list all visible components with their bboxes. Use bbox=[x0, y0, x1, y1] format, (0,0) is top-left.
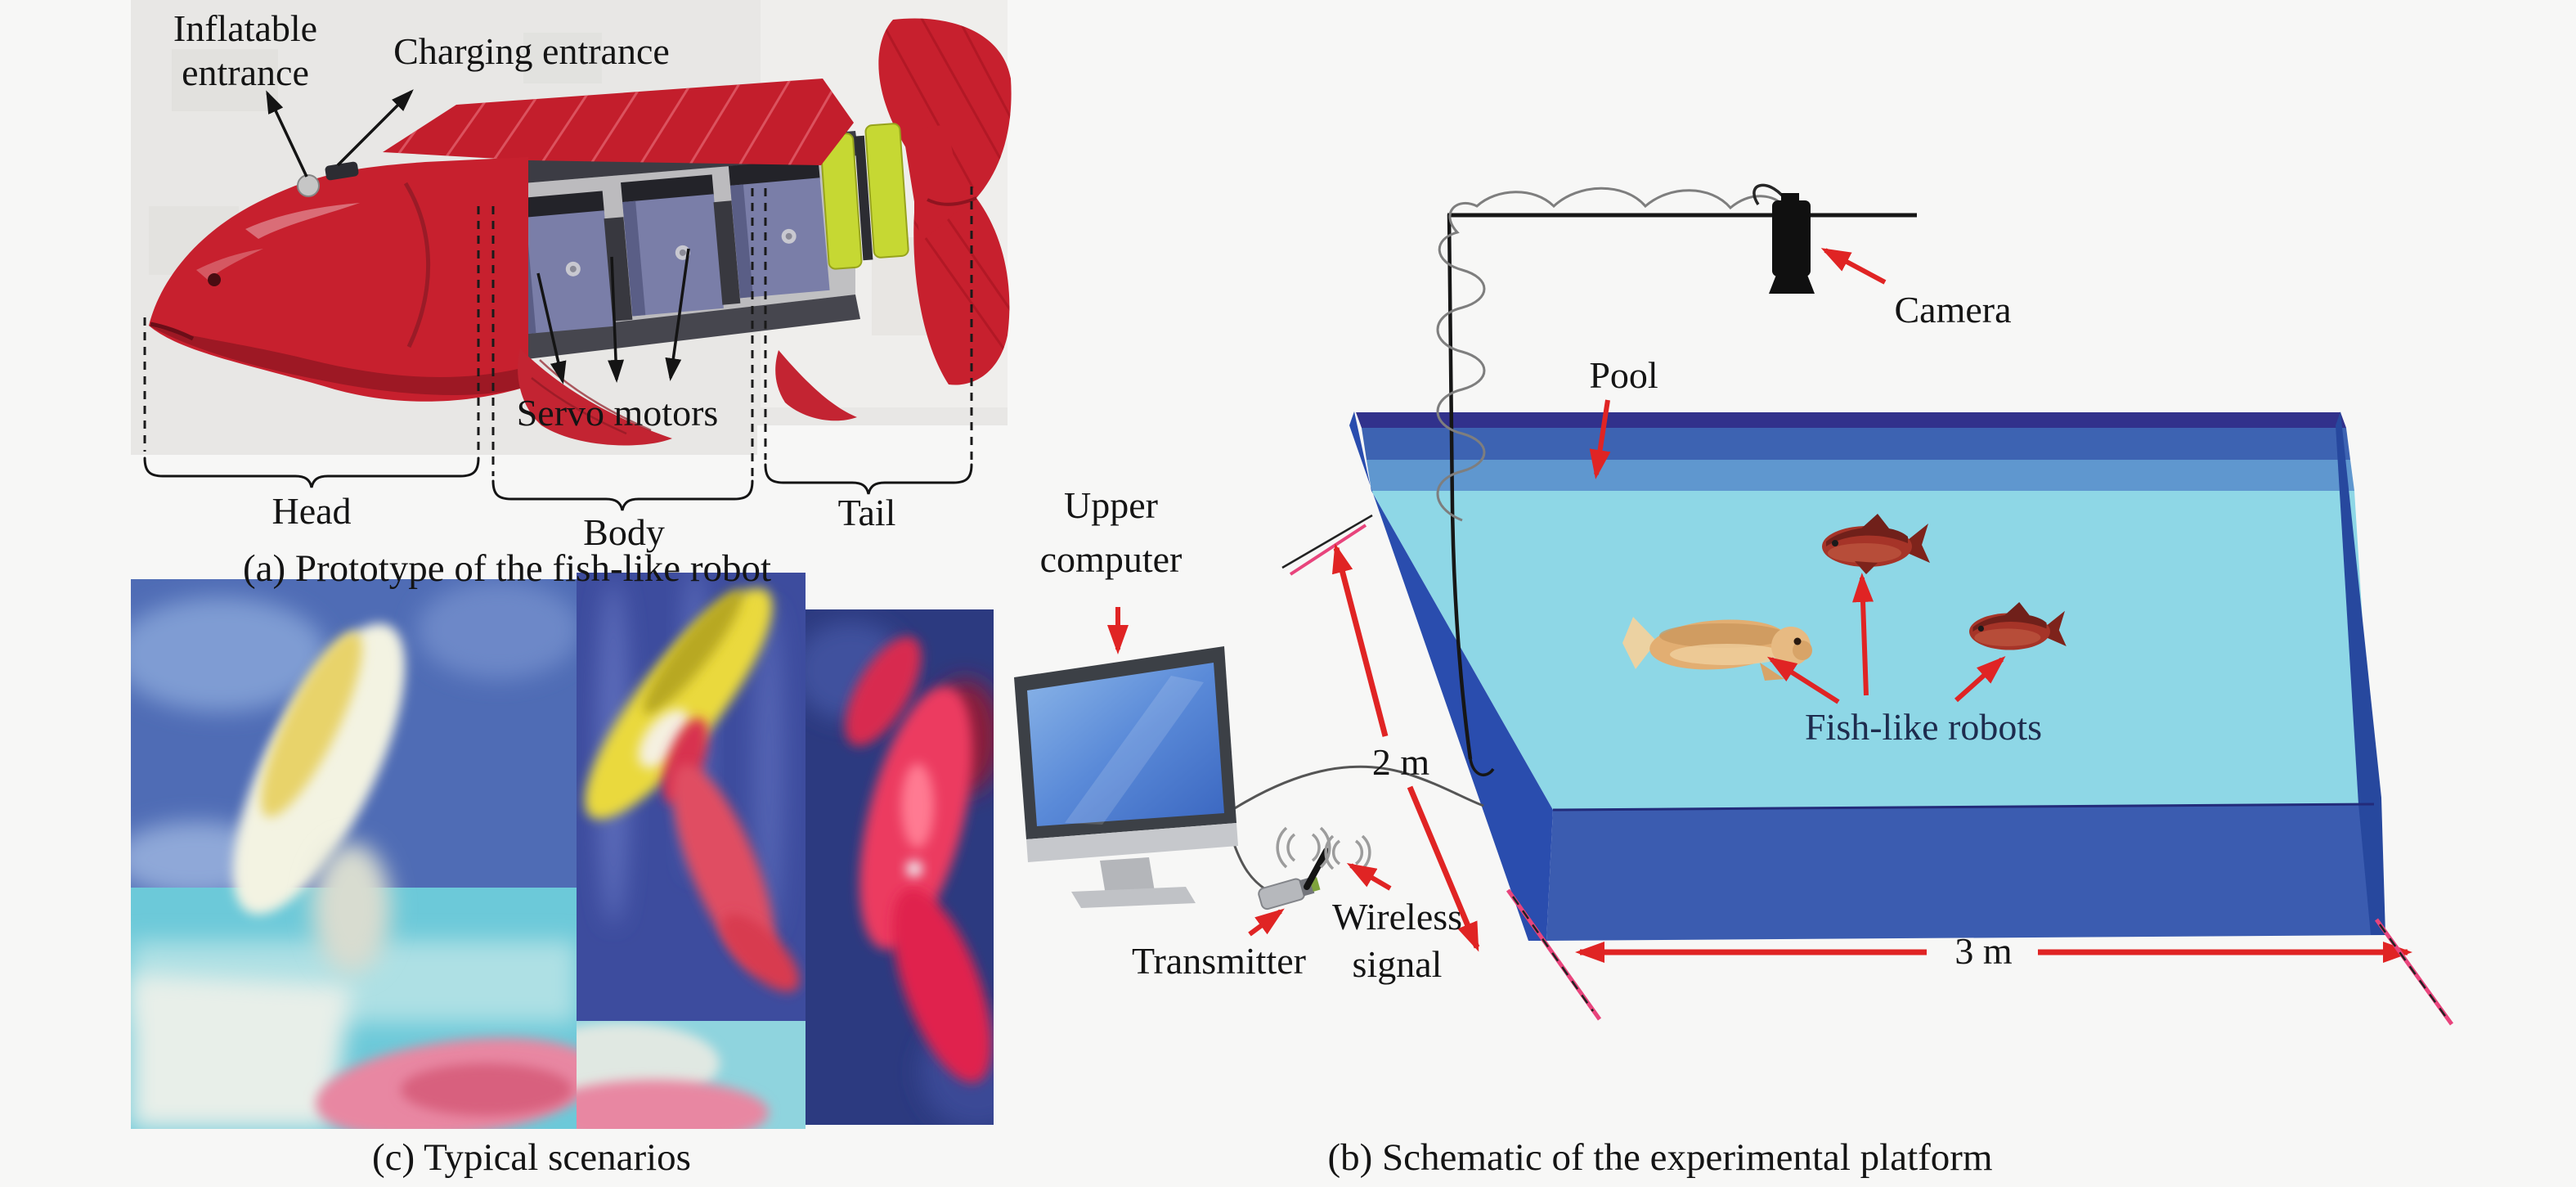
fish3-arrow bbox=[1954, 656, 2006, 703]
upper-computer-label: Upper computer bbox=[994, 479, 1227, 587]
fish2-arrow bbox=[1766, 656, 1840, 704]
robot-head bbox=[149, 157, 528, 402]
inflatable-entrance-line2: entrance bbox=[182, 52, 309, 93]
fish-robot-image bbox=[149, 18, 1012, 446]
transmitter-label: Transmitter bbox=[1132, 940, 1306, 982]
dimension-2m-label: 2 m bbox=[1371, 741, 1430, 783]
dimension-3m bbox=[1575, 918, 2454, 1026]
caption-a: (a) Prototype of the fish-like robot bbox=[242, 547, 772, 590]
pool-fish-1 bbox=[1822, 514, 1930, 574]
servo-arrow-1 bbox=[536, 272, 567, 384]
wireless-signal-icon bbox=[1276, 826, 1371, 870]
head-brace bbox=[143, 456, 480, 488]
tail-brace bbox=[764, 463, 973, 495]
pool-back-wall bbox=[1362, 428, 2350, 460]
dimension-3m-label: 3 m bbox=[1954, 930, 2013, 972]
scenario-image-2 bbox=[577, 573, 806, 1021]
inflatable-entrance-label: Inflatable entrance bbox=[123, 7, 368, 95]
upper-computer-line2: computer bbox=[1039, 538, 1183, 580]
computer-pool-cable bbox=[1234, 765, 1484, 810]
pool-fish-3 bbox=[1969, 602, 2067, 650]
camera-arrow bbox=[1820, 248, 1887, 285]
wireless-signal-line2: signal bbox=[1352, 943, 1443, 985]
charging-entrance-label: Charging entrance bbox=[393, 30, 670, 72]
servo-motor-3 bbox=[728, 158, 830, 299]
rig-pole bbox=[1447, 214, 1473, 760]
coiled-cable bbox=[1436, 187, 1788, 522]
scenario-image-1 bbox=[131, 579, 577, 1129]
pool-waterline bbox=[1367, 460, 2354, 491]
pool-water bbox=[1371, 491, 2374, 810]
wireless-signal-label: Wireless signal bbox=[1305, 893, 1489, 988]
transmitter-device bbox=[1258, 848, 1330, 910]
fish-like-robots-label: Fish-like robots bbox=[1804, 706, 2043, 748]
pectoral-fin bbox=[518, 348, 672, 446]
head-label: Head bbox=[272, 490, 352, 532]
servo-motor-2 bbox=[621, 174, 724, 317]
robot-photo bbox=[131, 0, 1012, 511]
servo-motors-label: Servo motors bbox=[516, 392, 719, 434]
robot-eye bbox=[208, 273, 221, 286]
servo-arrow-3 bbox=[665, 248, 690, 381]
body-label: Body bbox=[583, 511, 665, 553]
pool-front-wall bbox=[1546, 804, 2385, 941]
pool-left-wall bbox=[1349, 411, 1553, 941]
scenario-image-3 bbox=[806, 609, 994, 1125]
charging-arrow bbox=[336, 89, 414, 167]
camera-icon bbox=[1769, 193, 1815, 294]
antenna bbox=[1304, 848, 1330, 890]
caption-b: (b) Schematic of the experimental platfo… bbox=[1327, 1136, 1993, 1179]
pool-label: Pool bbox=[1589, 354, 1658, 396]
servo-arrow-2 bbox=[608, 256, 625, 383]
section-dashed-lines bbox=[143, 187, 973, 476]
dimension-2m bbox=[1281, 514, 1602, 1021]
inflatable-entrance-line1: Inflatable bbox=[173, 7, 318, 49]
pool-fish-2 bbox=[1622, 617, 1812, 681]
pointer-arrows bbox=[1107, 248, 2006, 937]
pool bbox=[1349, 411, 2385, 941]
wireless-signal-line1: Wireless bbox=[1331, 896, 1463, 937]
anal-fin bbox=[775, 350, 857, 421]
fish1-arrow bbox=[1852, 573, 1874, 696]
inflatable-arrow bbox=[266, 90, 308, 178]
pool-arrow bbox=[1589, 399, 1611, 479]
caption-c: (c) Typical scenarios bbox=[372, 1136, 691, 1179]
tail-label: Tail bbox=[837, 492, 896, 533]
scenario-image-1b bbox=[577, 1021, 806, 1129]
upper-computer bbox=[1014, 646, 1484, 908]
pool-rim bbox=[1356, 412, 2346, 428]
platform-schematic bbox=[1014, 183, 2454, 1026]
charging-entrance-port bbox=[325, 161, 359, 181]
inflatable-entrance-port bbox=[297, 174, 320, 197]
transmitter-arrow bbox=[1248, 908, 1285, 937]
body-brace bbox=[491, 479, 754, 511]
wireless-arrow bbox=[1346, 862, 1392, 891]
camera-rig bbox=[1436, 183, 1917, 777]
camera-label: Camera bbox=[1894, 289, 2012, 330]
monitor-screen bbox=[1027, 663, 1224, 826]
scenario-collage bbox=[131, 573, 994, 1129]
tail-joint bbox=[819, 123, 909, 270]
upper-computer-line1: Upper bbox=[1064, 484, 1158, 526]
